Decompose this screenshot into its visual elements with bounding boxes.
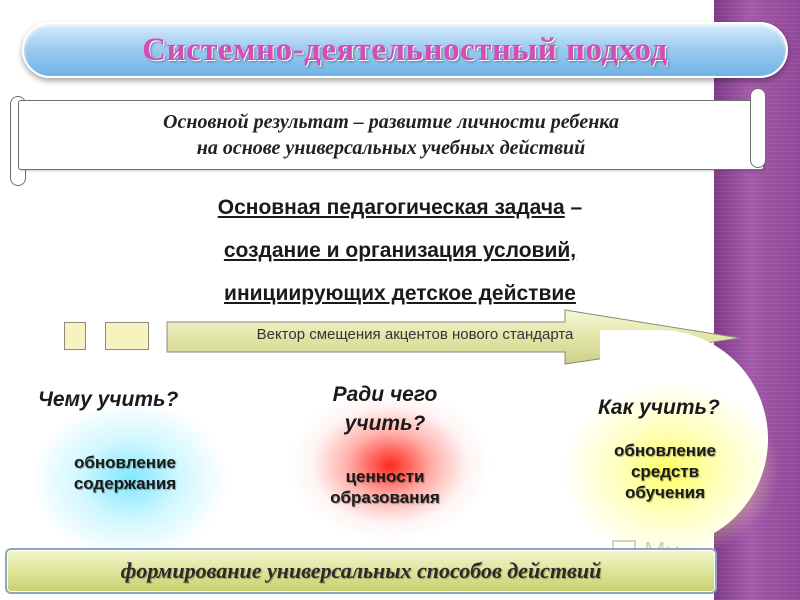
scroll-curl-right-icon <box>750 88 766 168</box>
scroll-body: Основной результат – развитие личности р… <box>18 100 764 170</box>
result-line-2: на основе универсальных учебных действий <box>196 137 586 159</box>
page-title: Системно-деятельностный подход <box>142 31 668 68</box>
question-why-line-2: учить? <box>344 412 426 435</box>
result-scroll: Основной результат – развитие личности р… <box>10 88 766 186</box>
answer-means-line-2: средств <box>630 462 700 481</box>
pedagogical-task: Основная педагогическая задача – создани… <box>140 186 660 315</box>
vector-square-large <box>105 322 149 350</box>
blue-glow <box>30 400 230 560</box>
answer-values-line-2: образования <box>330 488 440 507</box>
answer-content-line-1: обновление <box>74 453 176 472</box>
question-why: Ради чего учить? <box>310 380 460 438</box>
answer-values: ценности образования <box>300 466 470 508</box>
answer-means: обновление средств обучения <box>580 440 750 503</box>
vector-square-small <box>64 322 86 350</box>
answer-content-line-2: содержания <box>73 474 177 493</box>
answer-content: обновление содержания <box>40 452 210 494</box>
question-why-line-1: Ради чего <box>332 383 438 406</box>
answer-means-line-3: обучения <box>624 483 706 502</box>
task-line-1: Основная педагогическая задача – <box>140 186 660 229</box>
answer-values-line-1: ценности <box>345 467 425 486</box>
result-line-1: Основной результат – развитие личности р… <box>163 111 619 133</box>
question-what: Чему учить? <box>38 388 179 411</box>
answer-means-line-1: обновление <box>614 441 716 460</box>
bottom-banner-text: формирование универсальных способов дейс… <box>120 558 602 583</box>
task-line-3: инициирующих детское действие <box>224 282 576 305</box>
yellow-glow <box>560 380 780 560</box>
bottom-banner: формирование универсальных способов дейс… <box>5 548 717 594</box>
title-banner: Системно-деятельностный подход <box>22 22 788 78</box>
red-glow <box>290 390 490 540</box>
task-heading: Основная педагогическая задача <box>217 196 565 219</box>
task-dash: – <box>564 196 583 219</box>
task-line-2: создание и организация условий, <box>223 239 577 262</box>
question-how: Как учить? <box>598 396 720 419</box>
vector-label: Вектор смещения акцентов нового стандарт… <box>256 326 574 343</box>
